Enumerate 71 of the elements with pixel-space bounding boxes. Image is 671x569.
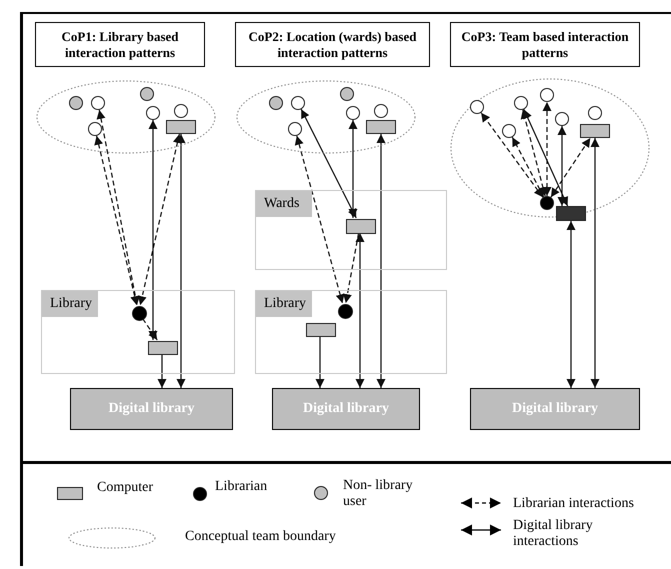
dashed-arrow bbox=[94, 136, 140, 306]
user-circle bbox=[88, 122, 102, 136]
arrow bbox=[158, 354, 166, 388]
computer-box bbox=[556, 206, 586, 221]
computer-box bbox=[366, 120, 396, 134]
legend-text: Librarian interactions bbox=[513, 496, 635, 512]
computer-box bbox=[306, 323, 336, 337]
arrow bbox=[590, 138, 600, 388]
panel-title: CoP1: Library based interaction patterns bbox=[35, 22, 205, 67]
user-circle bbox=[291, 96, 305, 110]
user-circle bbox=[340, 87, 354, 101]
team-boundary bbox=[236, 80, 416, 154]
digital-library-box: Digital library bbox=[272, 388, 420, 430]
panel-title: CoP2: Location (wards) based interaction patterns bbox=[235, 22, 430, 67]
user-circle bbox=[374, 104, 388, 118]
arrow bbox=[566, 221, 576, 388]
dashed-arrow bbox=[542, 102, 552, 196]
location-tag: Library bbox=[42, 291, 98, 317]
user-circle bbox=[269, 96, 283, 110]
arrow bbox=[356, 233, 364, 388]
dashed-arrow bbox=[512, 136, 544, 198]
user-circle bbox=[346, 106, 360, 120]
arrow bbox=[316, 336, 324, 388]
computer-box bbox=[346, 219, 376, 234]
user-circle bbox=[514, 96, 528, 110]
librarian-dot bbox=[132, 306, 147, 321]
dashed-arrow bbox=[294, 136, 344, 304]
arrow bbox=[558, 126, 566, 206]
location-tag: Wards bbox=[256, 191, 312, 217]
dashed-arrow bbox=[480, 112, 544, 198]
user-circle bbox=[540, 88, 554, 102]
dashed-arrow bbox=[138, 134, 182, 306]
legend-text: Librarian bbox=[215, 479, 268, 495]
computer-box bbox=[148, 341, 178, 355]
librarian-dot bbox=[338, 304, 353, 319]
digital-library-box: Digital library bbox=[70, 388, 233, 430]
computer-box bbox=[166, 120, 196, 134]
user-circle bbox=[174, 104, 188, 118]
location-area bbox=[255, 290, 447, 374]
arrow bbox=[348, 120, 358, 218]
legend-text: Conceptual team boundary bbox=[185, 529, 337, 545]
legend-text: Computer bbox=[97, 480, 154, 496]
user-circle bbox=[140, 87, 154, 101]
user-circle bbox=[555, 112, 569, 126]
arrow bbox=[148, 120, 158, 340]
user-circle bbox=[288, 122, 302, 136]
user-circle bbox=[588, 106, 602, 120]
user-circle bbox=[69, 96, 83, 110]
arrow bbox=[523, 109, 568, 206]
user-circle bbox=[91, 96, 105, 110]
location-area bbox=[41, 290, 235, 374]
team-boundary bbox=[36, 80, 216, 154]
librarian-dot bbox=[540, 196, 554, 210]
user-circle bbox=[502, 124, 516, 138]
dashed-arrow bbox=[343, 232, 360, 304]
dashed-arrow bbox=[520, 110, 548, 196]
legend-text: Non- library user bbox=[343, 478, 414, 510]
user-circle bbox=[146, 106, 160, 120]
user-circle bbox=[470, 100, 484, 114]
location-area bbox=[255, 190, 447, 270]
location-tag: Library bbox=[256, 291, 312, 317]
panel-title: CoP3: Team based interaction patterns bbox=[450, 22, 640, 67]
legend-text: Digital library interactions bbox=[513, 518, 594, 550]
dashed-arrow bbox=[96, 110, 140, 306]
computer-box bbox=[580, 124, 610, 138]
arrow bbox=[376, 134, 386, 388]
dashed-arrow bbox=[142, 318, 158, 340]
digital-library-box: Digital library bbox=[470, 388, 640, 430]
arrow bbox=[300, 108, 357, 218]
arrow bbox=[176, 134, 186, 388]
dashed-arrow bbox=[550, 138, 591, 198]
